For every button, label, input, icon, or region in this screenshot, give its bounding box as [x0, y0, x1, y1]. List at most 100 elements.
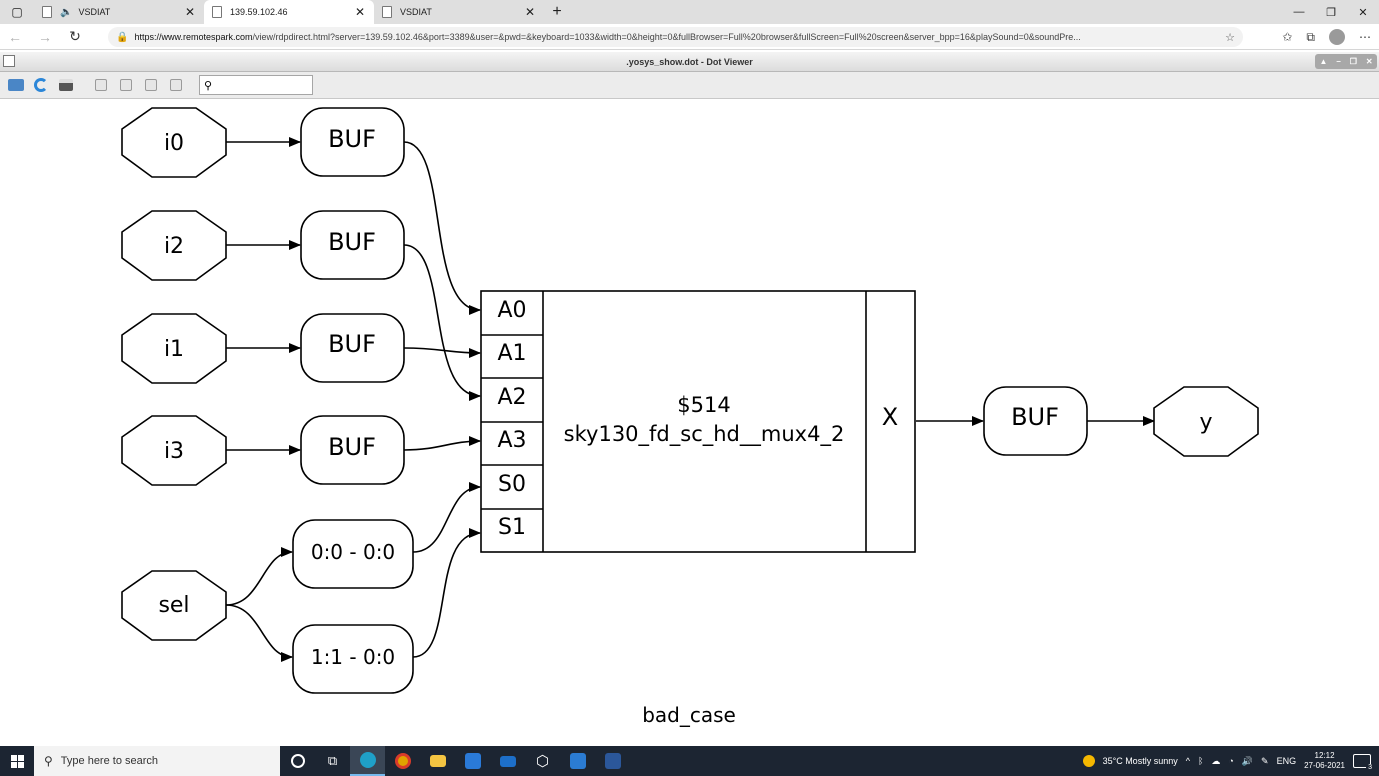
app-minimize-icon[interactable]: – [1336, 57, 1341, 66]
mail-icon[interactable] [490, 746, 525, 776]
edge-buf3-a3 [403, 436, 481, 451]
forward-arrow-icon[interactable]: → [38, 28, 52, 45]
app-close-icon[interactable]: ✕ [1365, 57, 1373, 66]
slice-label-1: 1:1 - 0:0 [311, 645, 395, 669]
graph-caption: bad_case [642, 703, 736, 727]
zoom-out-icon[interactable] [116, 75, 136, 95]
search-icon: ⚲ [204, 78, 213, 92]
tab-actions-icon[interactable]: ▢ [11, 5, 23, 19]
notification-count: 3 [1366, 764, 1374, 771]
audio-icon[interactable]: 🔈 [60, 6, 73, 18]
slice-label-0: 0:0 - 0:0 [311, 540, 395, 564]
minimize-icon[interactable]: — [1293, 6, 1305, 18]
address-bar-row: ← → ↻ 🔒 https://www.remotespark.com/view… [0, 24, 1379, 50]
page-icon [42, 6, 52, 18]
profile-icon[interactable] [1329, 29, 1345, 45]
more-icon[interactable]: ⋯ [1359, 30, 1371, 44]
tab-remote-host[interactable]: 139.59.102.46 ✕ [204, 0, 374, 24]
back-arrow-icon[interactable]: ← [8, 28, 22, 45]
zoom-100-icon[interactable] [166, 75, 186, 95]
refresh-icon[interactable] [31, 75, 51, 95]
tab-vsdiat-1[interactable]: 🔈 VSDIAT ✕ [34, 0, 204, 24]
graph-search-field[interactable]: ⚲ [199, 75, 313, 95]
url-host: https://www.remotespark.com [134, 32, 253, 42]
zoom-in-icon[interactable] [91, 75, 111, 95]
browser-actions: ✩ ⧉ ⋯ [1282, 24, 1371, 50]
task-view-icon[interactable]: ⧉ [327, 753, 338, 768]
notifications-icon[interactable]: 3 [1353, 754, 1374, 771]
zoom-fit-icon[interactable] [141, 75, 161, 95]
app-restore-icon[interactable]: ❐ [1349, 57, 1357, 66]
edge-sel-slice0 [225, 547, 293, 606]
word-icon[interactable] [595, 746, 630, 776]
edge-sel-slice1 [225, 604, 293, 662]
close-icon[interactable]: ✕ [524, 5, 536, 19]
star-icon[interactable]: ☆ [1225, 31, 1235, 44]
lock-icon[interactable]: 🔒 [116, 31, 129, 43]
input-port-i0 [121, 107, 227, 178]
buffer-label: BUF [328, 228, 376, 256]
graph-canvas[interactable]: i0 i2 i1 i3 sel y BUF BUF BUF BUF BUF 0:… [0, 100, 1379, 746]
close-icon[interactable]: ✕ [354, 5, 366, 19]
url-field[interactable]: 🔒 https://www.remotespark.com/view/rdpdi… [108, 27, 1243, 47]
network-icon[interactable]: ◔ [1228, 756, 1234, 766]
port-a3: A3 [497, 428, 526, 453]
buffer-label: BUF [328, 433, 376, 461]
buffer-label: BUF [328, 330, 376, 358]
output-label-y: y [1199, 410, 1212, 435]
cortana-icon[interactable] [280, 746, 315, 776]
input-label-sel: sel [158, 593, 189, 618]
language-indicator[interactable]: ENG [1276, 756, 1297, 766]
browser-tab-strip: ▢ 🔈 VSDIAT ✕ 139.59.102.46 ✕ VSDIAT ✕ + … [0, 0, 1379, 24]
search-input[interactable] [215, 77, 306, 93]
buffer-node-0 [300, 107, 405, 177]
weather-icon[interactable] [1082, 755, 1095, 767]
app-up-icon[interactable]: ▲ [1319, 57, 1328, 66]
taskbar-search[interactable]: ⚲ [34, 746, 280, 776]
tab-vsdiat-2[interactable]: VSDIAT ✕ [374, 0, 544, 24]
page-icon [382, 6, 392, 18]
cloud-icon[interactable]: ☁ [1211, 755, 1221, 766]
port-x: X [882, 403, 898, 431]
chrome-icon[interactable] [385, 746, 420, 776]
window-controls: — ❐ ✕ [1283, 0, 1379, 24]
close-window-icon[interactable]: ✕ [1358, 6, 1368, 19]
pen-icon[interactable]: ✎ [1261, 755, 1269, 766]
favorites-icon[interactable]: ✩ [1282, 30, 1293, 44]
mux-cell [480, 290, 916, 553]
clock[interactable]: 12:12 27-06-2021 [1304, 751, 1345, 771]
port-a2: A2 [497, 385, 526, 410]
app-title-bar: .yosys_show.dot - Dot Viewer ▲ – ❐ ✕ [0, 52, 1379, 72]
app-window-controls: ▲ – ❐ ✕ [1315, 54, 1377, 69]
reload-icon[interactable]: ↻ [69, 28, 81, 44]
store-icon[interactable] [455, 746, 490, 776]
close-icon[interactable]: ✕ [184, 5, 196, 19]
output-buffer-node [983, 386, 1088, 456]
buffer-node-2 [300, 313, 405, 383]
collections-icon[interactable]: ⧉ [1306, 29, 1315, 44]
start-button[interactable] [0, 746, 34, 776]
tab-title: 139.59.102.46 [230, 7, 288, 17]
input-port-i1 [121, 313, 227, 384]
edge-buf2-a2 [403, 244, 481, 401]
app-title: .yosys_show.dot - Dot Viewer [626, 56, 753, 67]
tray-expand-icon[interactable]: ^ [1185, 756, 1190, 766]
print-icon[interactable] [56, 75, 76, 95]
edge-icon[interactable] [350, 746, 385, 776]
file-explorer-icon[interactable] [420, 746, 455, 776]
url-path: /view/rdpdirect.html?server=139.59.102.4… [252, 32, 1081, 42]
port-a0: A0 [497, 298, 526, 323]
netlist-graph: i0 i2 i1 i3 sel y BUF BUF BUF BUF BUF 0:… [121, 107, 1259, 727]
volume-icon[interactable]: 🔊 [1241, 755, 1254, 766]
weather-text[interactable]: 35°C Mostly sunny [1102, 756, 1178, 766]
bluetooth-icon[interactable]: ᛒ [1197, 756, 1204, 766]
whiteboard-icon[interactable] [560, 746, 595, 776]
search-icon: ⚲ [44, 754, 53, 768]
edge-slice1-s1 [412, 528, 481, 658]
restore-icon[interactable]: ❐ [1326, 6, 1336, 19]
new-tab-button[interactable]: + [552, 3, 562, 20]
taskbar-search-input[interactable] [60, 755, 251, 767]
input-port-sel [121, 570, 227, 641]
vscode-icon[interactable]: ⬡ [535, 753, 550, 770]
open-folder-icon[interactable] [6, 75, 26, 95]
